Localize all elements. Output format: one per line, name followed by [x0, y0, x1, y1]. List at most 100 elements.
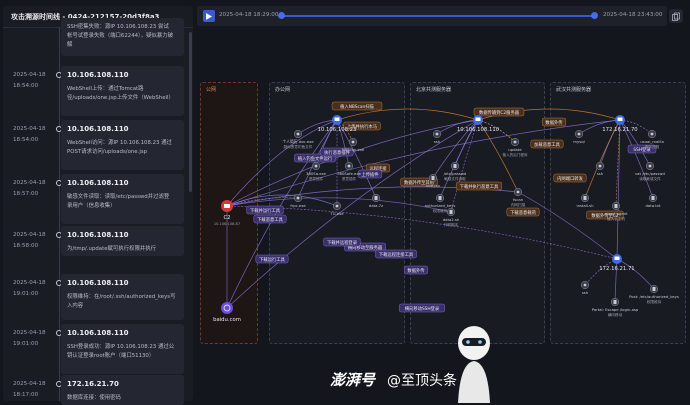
event-ip: 10.106.108.110 [67, 279, 129, 287]
svg-text:下载运行工具: 下载运行工具 [259, 256, 285, 263]
svg-text:fscan: fscan [513, 197, 524, 202]
event-description: 数据库连接：使用密码 [67, 395, 121, 401]
event-description: 为/tmp/.update赋可执行权限并执行 [67, 246, 157, 252]
graph-edge [432, 119, 479, 179]
edge-label: 加载恶意工具 [530, 139, 564, 149]
svg-text:数据传输到C2服务器: 数据传输到C2服务器 [479, 109, 520, 116]
host-node[interactable]: 172.16.21.70 [602, 115, 638, 133]
edge-label: 下载并执行恶意工具 [456, 181, 503, 191]
edge-label: 下载恶意载荷 [506, 207, 540, 217]
process-node[interactable]: install.sh [577, 193, 595, 208]
event-date: 2025-04-18 [13, 232, 46, 238]
event-description: 权限维持：在/root/.ssh/authorized_keys写入内容 [67, 294, 176, 309]
host-node[interactable]: 10.106.108.23 [318, 115, 357, 133]
svg-text:Portal: Escape /login.asp: Portal: Escape /login.asp [592, 307, 639, 312]
event-card[interactable]: SSH密集失败：源IP 10.106.108.23 尝试帐号试登录失败（端口62… [61, 18, 184, 56]
svg-text:植入的后门程序: 植入的后门程序 [502, 152, 528, 157]
domain-node[interactable]: baidu.com [213, 302, 241, 323]
host-node[interactable]: 172.16.21.71 [599, 254, 635, 272]
svg-text:authorized_keys: authorized_keys [425, 203, 456, 208]
process-node[interactable]: ssh [580, 280, 590, 295]
timeline-list[interactable]: SSH密集失败：源IP 10.106.108.23 尝试帐号试登录失败（端口62… [3, 18, 193, 405]
event-ip: 10.106.108.110 [67, 125, 129, 133]
process-node[interactable]: NBScan.exe [342, 137, 365, 152]
svg-text:敏感文件读取: 敏感文件读取 [444, 176, 466, 181]
svg-text:ssh: ssh [582, 290, 589, 295]
svg-text:Post: /etc/authorized_keys: Post: /etc/authorized_keys [629, 294, 679, 299]
range-end-handle[interactable] [591, 12, 598, 19]
scrollbar[interactable] [189, 32, 192, 192]
process-node[interactable]: data.7z [369, 193, 383, 208]
svg-text:内网扫描: 内网扫描 [511, 202, 526, 207]
graph-edge [616, 258, 655, 290]
process-node[interactable]: TG.exe [329, 201, 344, 216]
play-button[interactable] [203, 10, 215, 22]
process-node[interactable]: data.txt [646, 193, 661, 208]
edge-label: SSH登录 [627, 144, 657, 154]
time-range-slider[interactable] [281, 15, 595, 17]
edge-label: 下载远程连接工具 [375, 249, 417, 259]
svg-text:下载远程连接工具: 下载远程连接工具 [379, 251, 414, 258]
zone-label: 武汉共测服务器 [556, 87, 592, 93]
svg-text:ssh: ssh [434, 139, 441, 144]
graph-area: 2025-04-18 18:29:00 2025-04-18 23:43:00 … [197, 6, 687, 401]
process-node[interactable]: frpc.exe [290, 193, 306, 208]
graph-edge [336, 108, 479, 121]
svg-text:data.txt: data.txt [646, 203, 661, 208]
copy-icon [672, 12, 680, 21]
svg-text:172.16.21.71: 172.16.21.71 [599, 266, 634, 272]
event-time: 18:17:00 [13, 392, 39, 398]
graph-edge [226, 119, 338, 309]
process-node[interactable]: ssh [595, 161, 605, 176]
event-date: 2025-04-18 [13, 72, 46, 78]
process-node[interactable]: mysql [573, 129, 585, 144]
svg-text:360Safe.exe: 360Safe.exe [337, 171, 361, 176]
svg-text:下载恶意工具: 下载恶意工具 [257, 216, 283, 223]
graph-edge [619, 119, 654, 199]
event-card[interactable]: 10.106.108.110 权限维持：在/root/.ssh/authorize… [61, 274, 184, 320]
process-node[interactable]: ssh [432, 129, 442, 144]
edge-label: 下载并远程登录 [323, 237, 361, 247]
event-time: 19:01:00 [13, 291, 39, 297]
event-ip: 10.106.108.110 [67, 179, 129, 187]
svg-text:外联脚本: 外联脚本 [444, 222, 459, 227]
graph-edge [450, 119, 479, 213]
host-node[interactable]: 10.106.108.110 [457, 115, 500, 133]
zone-office: 办公网 [269, 82, 405, 344]
edge-label: 数据传输到C2服务器 [473, 107, 525, 117]
start-time: 2025-04-18 18:29:00 [219, 12, 279, 18]
graph-edge [226, 197, 299, 207]
graph-edge [584, 258, 618, 286]
svg-text:横向移动至服务器: 横向移动至服务器 [348, 244, 383, 251]
graph-edge [226, 119, 479, 309]
svg-text:frpc.exe: frpc.exe [290, 203, 306, 208]
event-date: 2025-04-18 [13, 330, 46, 336]
range-start-handle[interactable] [278, 12, 285, 19]
event-date: 2025-04-18 [13, 381, 46, 387]
svg-text:读取敏感文件: 读取敏感文件 [639, 176, 661, 181]
svg-text:SSH登录: SSH登录 [633, 146, 651, 153]
copy-button[interactable] [669, 9, 683, 23]
process-node[interactable]: one.jsp [426, 173, 440, 188]
svg-text:install.sh: install.sh [577, 203, 595, 208]
